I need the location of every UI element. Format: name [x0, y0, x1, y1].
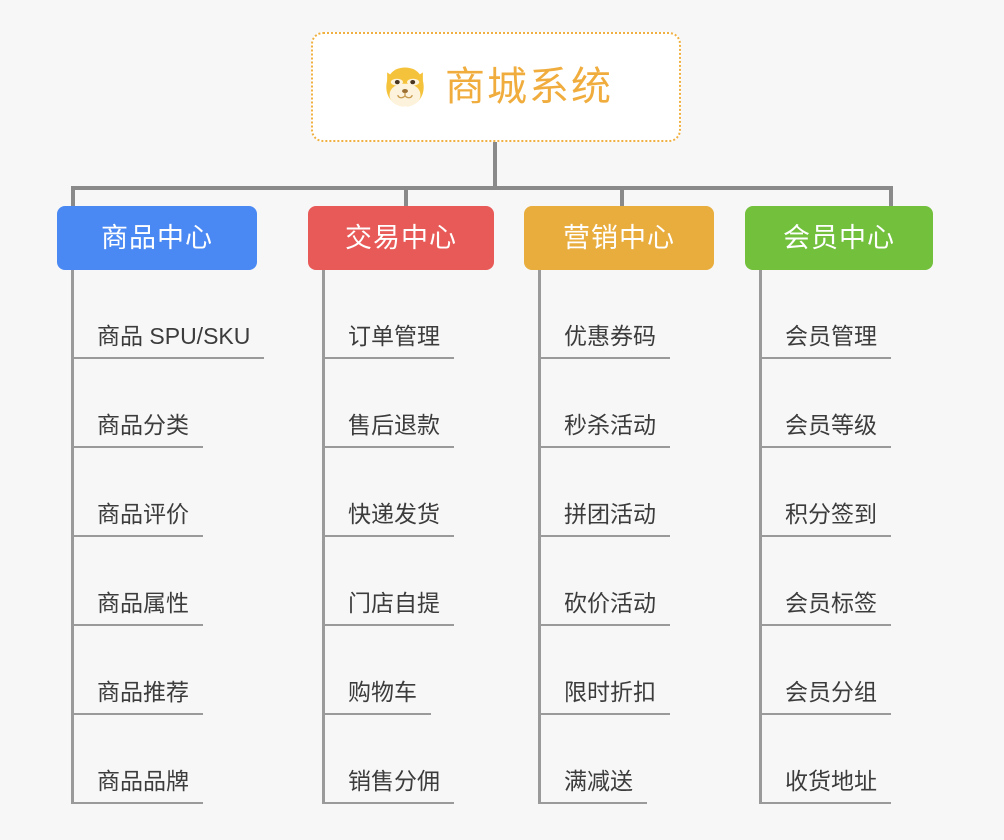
leaf-label: 限时折扣: [538, 678, 670, 715]
leaf-label: 门店自提: [322, 589, 454, 626]
leaf-label: 商品品牌: [71, 767, 203, 804]
leaf-label: 砍价活动: [538, 589, 670, 626]
leaf-label: 满减送: [538, 767, 647, 804]
list-item[interactable]: 会员等级: [759, 359, 933, 448]
leaf-label: 会员分组: [759, 678, 891, 715]
list-item[interactable]: 限时折扣: [538, 626, 714, 715]
branch-column-marketing-center: 营销中心 优惠券码 秒杀活动 拼团活动 砍价活动 限时折扣: [524, 206, 714, 804]
leaf-label: 商品评价: [71, 500, 203, 537]
connector-drop-1: [71, 186, 75, 208]
leaf-label: 快递发货: [322, 500, 454, 537]
list-item[interactable]: 会员管理: [759, 270, 933, 359]
leaf-label: 收货地址: [759, 767, 891, 804]
list-item[interactable]: 快递发货: [322, 448, 494, 537]
list-item[interactable]: 商品品牌: [71, 715, 257, 804]
leaf-list-transaction-center: 订单管理 售后退款 快递发货 门店自提 购物车 销售分佣: [308, 270, 494, 804]
leaf-label: 商品属性: [71, 589, 203, 626]
branch-header-product-center[interactable]: 商品中心: [57, 206, 257, 270]
branch-body-product-center: 商品 SPU/SKU 商品分类 商品评价 商品属性 商品推荐 商品品牌: [57, 270, 265, 804]
leaf-label: 商品分类: [71, 411, 203, 448]
list-item[interactable]: 砍价活动: [538, 537, 714, 626]
list-item[interactable]: 积分签到: [759, 448, 933, 537]
branch-spine: [322, 270, 325, 804]
list-item[interactable]: 商品 SPU/SKU: [71, 270, 265, 359]
list-item[interactable]: 门店自提: [322, 537, 494, 626]
connector-drop-2: [404, 186, 408, 208]
shiba-dog-icon: [379, 61, 431, 113]
leaf-label: 会员标签: [759, 589, 891, 626]
leaf-list-member-center: 会员管理 会员等级 积分签到 会员标签 会员分组 收货地址: [745, 270, 933, 804]
list-item[interactable]: 商品分类: [71, 359, 257, 448]
connector-drop-4: [889, 186, 893, 208]
list-item[interactable]: 购物车: [322, 626, 494, 715]
root-title: 商城系统: [445, 65, 613, 109]
list-item[interactable]: 销售分佣: [322, 715, 494, 804]
branch-header-marketing-center[interactable]: 营销中心: [524, 206, 714, 270]
list-item[interactable]: 会员标签: [759, 537, 933, 626]
branch-spine: [71, 270, 74, 804]
leaf-label: 商品 SPU/SKU: [71, 322, 265, 359]
branch-column-product-center: 商品中心 商品 SPU/SKU 商品分类 商品评价 商品属性 商品推荐: [57, 206, 265, 804]
leaf-label: 售后退款: [322, 411, 454, 448]
list-item[interactable]: 满减送: [538, 715, 714, 804]
list-item[interactable]: 秒杀活动: [538, 359, 714, 448]
connector-root-stem: [493, 142, 497, 190]
list-item[interactable]: 商品推荐: [71, 626, 257, 715]
leaf-label: 订单管理: [322, 322, 454, 359]
branch-body-marketing-center: 优惠券码 秒杀活动 拼团活动 砍价活动 限时折扣 满减送: [524, 270, 714, 804]
list-item[interactable]: 拼团活动: [538, 448, 714, 537]
list-item[interactable]: 商品属性: [71, 537, 257, 626]
root-node[interactable]: 商城系统: [311, 32, 681, 142]
branch-column-transaction-center: 交易中心 订单管理 售后退款 快递发货 门店自提 购物车: [308, 206, 494, 804]
leaf-label: 商品推荐: [71, 678, 203, 715]
list-item[interactable]: 商品评价: [71, 448, 257, 537]
branch-spine: [759, 270, 762, 804]
list-item[interactable]: 订单管理: [322, 270, 494, 359]
connector-horizontal-bus: [71, 186, 893, 190]
list-item[interactable]: 售后退款: [322, 359, 494, 448]
leaf-list-marketing-center: 优惠券码 秒杀活动 拼团活动 砍价活动 限时折扣 满减送: [524, 270, 714, 804]
leaf-label: 会员管理: [759, 322, 891, 359]
branch-column-member-center: 会员中心 会员管理 会员等级 积分签到 会员标签 会员分组: [745, 206, 933, 804]
list-item[interactable]: 会员分组: [759, 626, 933, 715]
leaf-label: 拼团活动: [538, 500, 670, 537]
leaf-label: 积分签到: [759, 500, 891, 537]
leaf-label: 会员等级: [759, 411, 891, 448]
leaf-label: 秒杀活动: [538, 411, 670, 448]
branch-header-transaction-center[interactable]: 交易中心: [308, 206, 494, 270]
leaf-list-product-center: 商品 SPU/SKU 商品分类 商品评价 商品属性 商品推荐 商品品牌: [57, 270, 265, 804]
branch-spine: [538, 270, 541, 804]
leaf-label: 销售分佣: [322, 767, 454, 804]
connector-drop-3: [620, 186, 624, 208]
branch-header-member-center[interactable]: 会员中心: [745, 206, 933, 270]
leaf-label: 购物车: [322, 678, 431, 715]
list-item[interactable]: 收货地址: [759, 715, 933, 804]
leaf-label: 优惠券码: [538, 322, 670, 359]
branch-body-member-center: 会员管理 会员等级 积分签到 会员标签 会员分组 收货地址: [745, 270, 933, 804]
list-item[interactable]: 优惠券码: [538, 270, 714, 359]
branch-body-transaction-center: 订单管理 售后退款 快递发货 门店自提 购物车 销售分佣: [308, 270, 494, 804]
